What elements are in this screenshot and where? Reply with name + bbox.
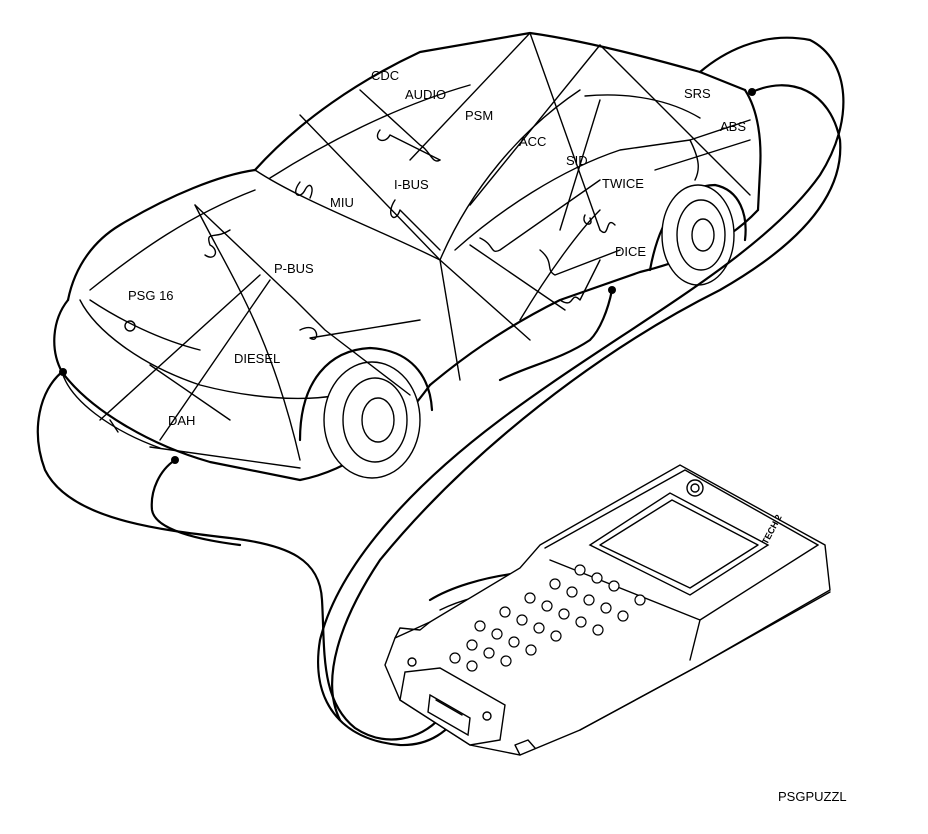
diagnostic-cables [36,36,845,747]
module-label-diesel: DIESEL [234,351,280,366]
module-label-abs: ABS [720,119,746,134]
car-outline [53,31,762,482]
figure-id: PSGPUZZL [778,789,847,804]
module-label-dice: DICE [615,244,646,259]
module-label-psm: PSM [465,108,493,123]
tech2-keypad [449,564,646,672]
module-label-dah: DAH [168,413,195,428]
module-label-p-bus: P-BUS [274,261,314,276]
module-label-psg16: PSG 16 [128,288,174,303]
module-label-srs: SRS [684,86,711,101]
module-label-sid: SID [566,153,588,168]
module-label-acc: ACC [519,134,546,149]
module-label-i-bus: I-BUS [394,177,429,192]
module-label-cdc: CDC [371,68,399,83]
module-label-twice: TWICE [602,176,644,191]
network-puzzle-lines [99,32,751,461]
module-label-audio: AUDIO [405,87,446,102]
module-labels: CDC AUDIO PSM ACC SID SRS ABS TWICE I-BU… [128,68,746,428]
tech2-scan-tool [384,464,831,756]
module-label-miu: MIU [330,195,354,210]
